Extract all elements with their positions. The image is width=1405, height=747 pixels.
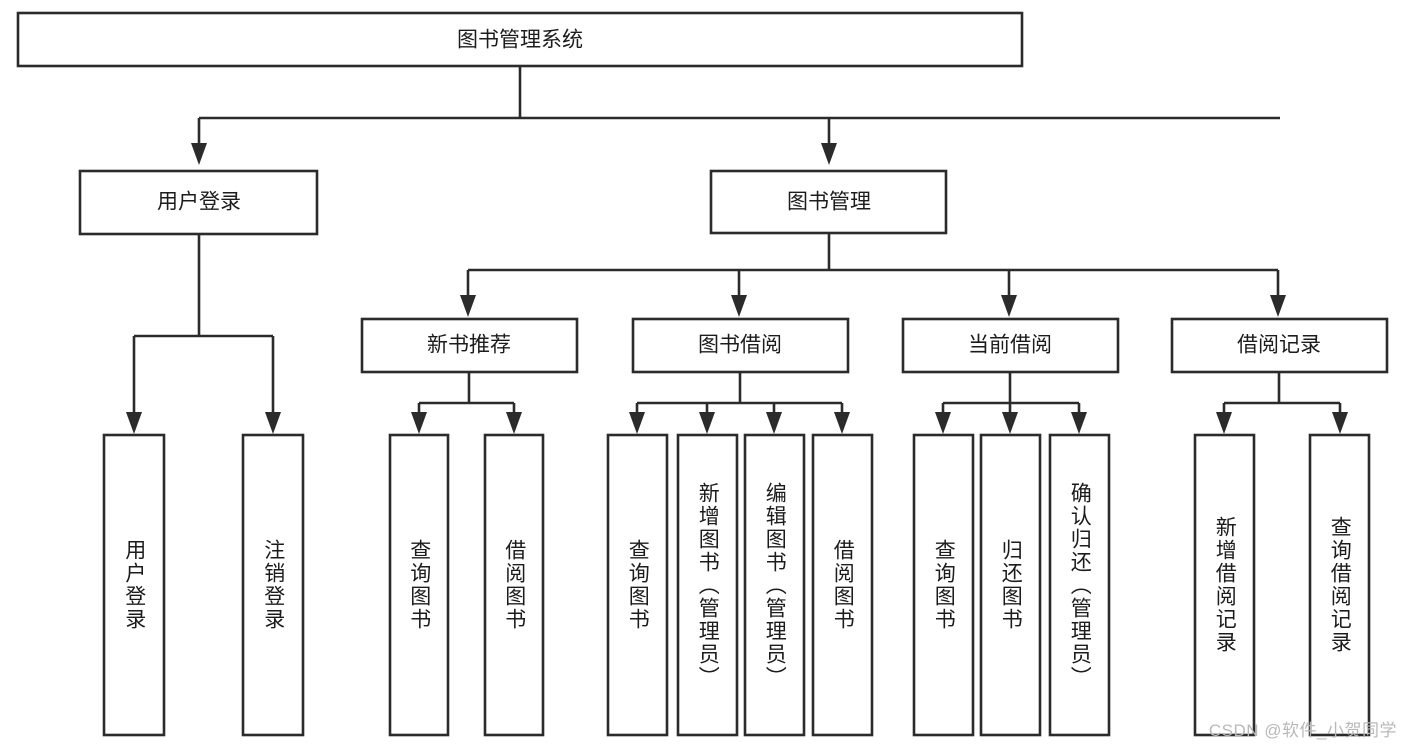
connector-book-borrow-to-leaves <box>629 372 850 434</box>
connector-current-borrow-to-leaves <box>935 372 1087 434</box>
node-current-borrow-box[interactable] <box>901 317 1120 374</box>
arrow-head-leaf-query-record <box>1332 412 1348 434</box>
connector-user-login-to-leaves <box>126 234 281 434</box>
connector-root-to-level2 <box>191 66 1280 165</box>
leaf-confirm-return-box[interactable] <box>1048 433 1111 737</box>
node-book-borrow[interactable]: 图书借阅 <box>631 317 850 374</box>
arrow-head-leaf-logout-login <box>265 412 281 434</box>
connector-new-book-recommend-to-leaves <box>411 372 522 434</box>
arrow-head-leaf-borrow-book-2 <box>834 412 850 434</box>
node-book-management[interactable]: 图书管理 <box>709 169 948 235</box>
leaf-borrow-book-2-box[interactable] <box>811 433 874 737</box>
node-borrow-record[interactable]: 借阅记录 <box>1170 317 1389 374</box>
arrow-head-leaf-add-record <box>1216 412 1232 434</box>
node-current-borrow[interactable]: 当前借阅 <box>901 317 1120 374</box>
arrow-head-leaf-add-book <box>699 412 715 434</box>
node-user-login-label: 用户登录 <box>157 191 241 214</box>
arrow-head-borrow-record <box>1270 295 1286 317</box>
node-user-login[interactable]: 用户登录 <box>78 169 319 236</box>
leaf-query-book-1-box[interactable] <box>388 433 450 737</box>
arrow-head-user-login <box>191 143 207 165</box>
arrow-head-leaf-confirm-return <box>1071 412 1087 434</box>
node-borrow-record-box[interactable] <box>1170 317 1389 374</box>
arrow-head-leaf-user-login <box>126 412 142 434</box>
node-book-management-label: 图书管理 <box>787 191 871 214</box>
node-new-book-recommend-label: 新书推荐 <box>427 334 511 357</box>
node-new-book-recommend[interactable]: 新书推荐 <box>360 317 579 374</box>
leaf-query-book-3-box[interactable] <box>912 433 975 737</box>
leaf-user-login-box[interactable] <box>102 433 166 737</box>
arrow-head-leaf-borrow-book-1 <box>506 412 522 434</box>
arrow-head-new-book-recommend <box>460 295 476 317</box>
leaf-logout-login-box[interactable] <box>241 433 305 737</box>
node-root-label: 图书管理系统 <box>457 29 583 52</box>
leaf-query-record-box[interactable] <box>1308 433 1371 737</box>
leaf-add-book-box[interactable] <box>676 433 739 737</box>
csdn-watermark: CSDN @软件_小贺同学 <box>1208 721 1397 740</box>
arrow-head-leaf-query-book-2 <box>629 412 645 434</box>
arrow-head-book-borrow <box>731 295 747 317</box>
leaf-return-book-box[interactable] <box>979 433 1042 737</box>
node-book-management-box[interactable] <box>709 169 948 235</box>
node-borrow-record-label: 借阅记录 <box>1237 334 1321 357</box>
connector-book-management-to-level3 <box>460 233 1286 317</box>
node-current-borrow-label: 当前借阅 <box>968 334 1052 357</box>
arrow-head-leaf-return-book <box>1002 412 1018 434</box>
leaf-query-book-2-box[interactable] <box>606 433 669 737</box>
node-root-box[interactable] <box>16 11 1024 68</box>
arrow-head-book-management <box>821 143 837 165</box>
node-root[interactable]: 图书管理系统 <box>16 11 1024 68</box>
leaf-borrow-book-1-box[interactable] <box>483 433 545 737</box>
arrow-head-leaf-edit-book <box>766 412 782 434</box>
leaf-edit-book-box[interactable] <box>743 433 806 737</box>
connector-borrow-record-to-leaves <box>1216 372 1348 434</box>
arrow-head-leaf-query-book-3 <box>935 412 951 434</box>
node-new-book-recommend-box[interactable] <box>360 317 579 374</box>
leaf-add-record-box[interactable] <box>1193 433 1256 737</box>
arrow-head-current-borrow <box>1001 295 1017 317</box>
node-book-borrow-label: 图书借阅 <box>698 334 782 357</box>
arrow-head-leaf-query-book-1 <box>411 412 427 434</box>
node-book-borrow-box[interactable] <box>631 317 850 374</box>
